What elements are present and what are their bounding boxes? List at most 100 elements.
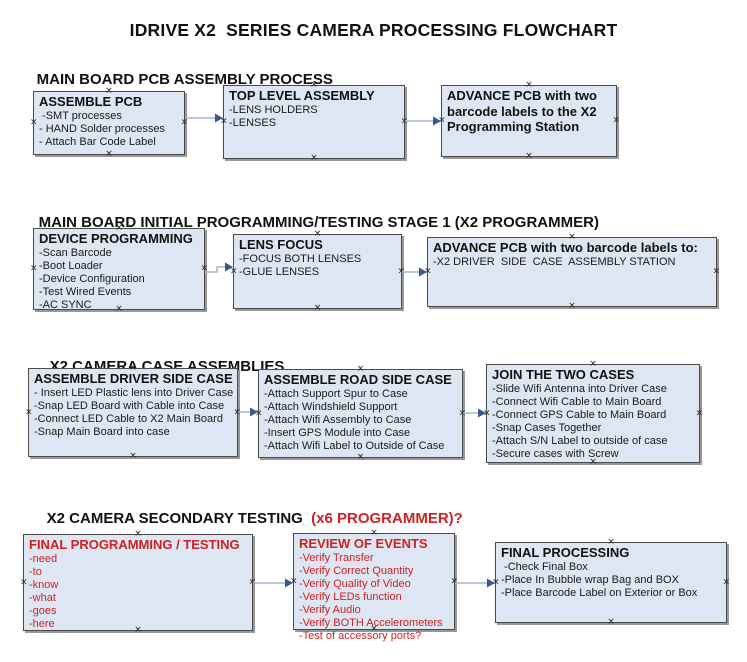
box-item: -Verify LEDs function [299,590,402,603]
box-final-programming-testing: × × × × FINAL PROGRAMMING / TESTING -nee… [20,530,256,635]
box-title: ASSEMBLE ROAD SIDE CASE [264,372,452,387]
section-header-red-suffix: (x6 PROGRAMMER)? [306,510,463,527]
box-item: -Insert GPS Module into Case [264,426,411,439]
flow-arrow [185,113,223,123]
box-title: TOP LEVEL ASSEMBLY [229,88,375,103]
box-item: -Connect Wifi Cable to Main Board [492,395,662,408]
box-assemble-road-side-case: × × × × ASSEMBLE ROAD SIDE CASE -Attach … [255,365,466,462]
box-item: -Place Barcode Label on Exterior or Box [501,586,698,599]
connector-handle-icon: × [30,263,38,274]
box-item: - HAND Solder processes [39,122,165,135]
box-item: -AC SYNC [39,298,92,311]
arrow-line [205,266,226,273]
box-item: -Check Final Box [501,560,588,573]
box-item: -Verify Correct Quantity [299,564,414,577]
box-item: -LENSES [229,116,277,129]
box-advance-pcb-programming-station: × × × × ADVANCE PCB with two barcode lab… [438,81,620,161]
box-assemble-driver-side-case: × × × × ASSEMBLE DRIVER SIDE CASE - Inse… [25,364,241,461]
box-title: ASSEMBLE PCB [39,94,143,109]
connector-handle-icon: × [310,153,318,163]
box-item: -Verify Audio [299,603,361,616]
box-item: -Snap LED Board with Cable into Case [34,399,225,412]
box-item: -Attach Windshield Support [264,400,398,413]
box-item: - Insert LED Plastic lens into Driver Ca… [34,386,234,399]
arrow-head-icon [478,408,486,418]
box-item: -X2 DRIVER SIDE CASE ASSEMBLY STATION [433,255,676,268]
box-title: FINAL PROGRAMMING / TESTING [29,537,240,552]
box-item: -Attach Support Spur to Case [264,387,408,400]
box-item: -here [29,617,55,630]
box-item: -Connect GPS Cable to Main Board [492,408,667,421]
box-assemble-pcb: × × × × ASSEMBLE PCB -SMT processes - HA… [30,87,188,159]
flow-arrow [405,116,441,126]
box-final-processing: × × × × FINAL PROCESSING -Check Final Bo… [492,538,730,627]
box-device-programming: × × × × DEVICE PROGRAMMING -Scan Barcode… [30,224,208,314]
box-item: -Place In Bubble wrap Bag and BOX [501,573,679,586]
box-item: -Test of accessory ports? [299,629,422,642]
box-title: DEVICE PROGRAMMING [39,231,193,246]
connector-handle-icon: × [20,577,28,587]
section-header-pcb-assembly: MAIN BOARD PCB ASSEMBLY PROCESS [20,54,333,88]
box-advance-pcb-driver-station: × × × × ADVANCE PCB with two barcode lab… [424,233,720,311]
box-item: -Attach Wifi Label to Outside of Case [264,439,445,452]
connector-handle-icon: × [722,577,730,587]
box-item: -Snap Main Board into case [34,425,170,438]
box-title: JOIN THE TWO CASES [492,367,635,382]
section-header-text: MAIN BOARD INITIAL PROGRAMMING/TESTING S… [38,214,599,231]
box-item: -to [29,565,42,578]
connector-handle-icon: × [356,452,365,462]
connector-handle-icon: × [607,617,615,627]
box-item: - Attach Bar Code Label [39,135,156,148]
box-top-level-assembly: × × × × TOP LEVEL ASSEMBLY -LENS HOLDERS… [220,81,408,163]
box-title: ADVANCE PCB with two barcode labels to: [433,240,698,255]
box-title: ASSEMBLE DRIVER SIDE CASE [34,371,233,386]
box-item: -Snap Cases Together [492,421,602,434]
box-item: -know [29,578,59,591]
box-item: -Verify BOTH Accelerometers [299,616,443,629]
connector-handle-icon: × [105,149,113,159]
box-title: FINAL PROCESSING [501,545,630,560]
box-title: ADVANCE PCB with two barcode labels to t… [447,88,597,134]
flow-arrow [463,408,486,418]
arrow-head-icon [250,407,258,417]
flow-arrow [402,267,427,277]
box-item: -Device Configuration [39,272,145,285]
box-item: -Verify Transfer [299,551,374,564]
connector-handle-icon: × [30,117,38,128]
section-header-initial-programming: MAIN BOARD INITIAL PROGRAMMING/TESTING S… [22,197,599,231]
flow-arrow [253,578,293,588]
box-title: REVIEW OF EVENTS [299,536,428,551]
box-review-of-events: × × × × REVIEW OF EVENTS -Verify Transfe… [290,529,458,642]
box-item: -Test Wired Events [39,285,132,298]
connector-handle-icon: × [568,301,576,311]
box-title: LENS FOCUS [239,237,323,252]
flow-arrow [455,578,495,588]
box-item: -Secure cases with Screw [492,447,619,460]
connector-handle-icon: × [313,303,322,313]
connector-handle-icon: × [695,408,703,418]
page-title: IDRIVE X2 SERIES CAMERA PROCESSING FLOWC… [129,20,618,40]
flow-arrow [205,262,233,273]
box-item: -Scan Barcode [39,246,112,259]
flow-arrow [238,407,258,417]
arrow-head-icon [433,116,441,126]
connector-handle-icon: × [712,266,720,277]
arrow-head-icon [487,578,495,588]
box-item: -Attach S/N Label to outside of case [492,434,668,447]
box-item: -FOCUS BOTH LENSES [239,252,362,265]
box-item: -GLUE LENSES [239,265,320,278]
connector-handle-icon: × [525,151,533,161]
box-item: -LENS HOLDERS [229,103,318,116]
arrow-head-icon [285,578,293,588]
section-header-secondary-testing: X2 CAMERA SECONDARY TESTING (x6 PROGRAMM… [30,493,463,544]
box-item: -need [29,552,58,565]
box-item: -Verify Quality of Video [299,577,411,590]
section-header-text: X2 CAMERA SECONDARY TESTING [46,510,307,527]
box-item: -Slide Wifi Antenna into Driver Case [492,382,667,395]
box-lens-focus: × × × × LENS FOCUS -FOCUS BOTH LENSES -G… [230,230,405,313]
connector-handle-icon: × [25,407,33,417]
box-item: -Connect LED Cable to X2 Main Board [34,412,223,425]
box-item: -Attach Wifi Assembly to Case [264,413,412,426]
section-header-text: MAIN BOARD PCB ASSEMBLY PROCESS [36,71,333,88]
